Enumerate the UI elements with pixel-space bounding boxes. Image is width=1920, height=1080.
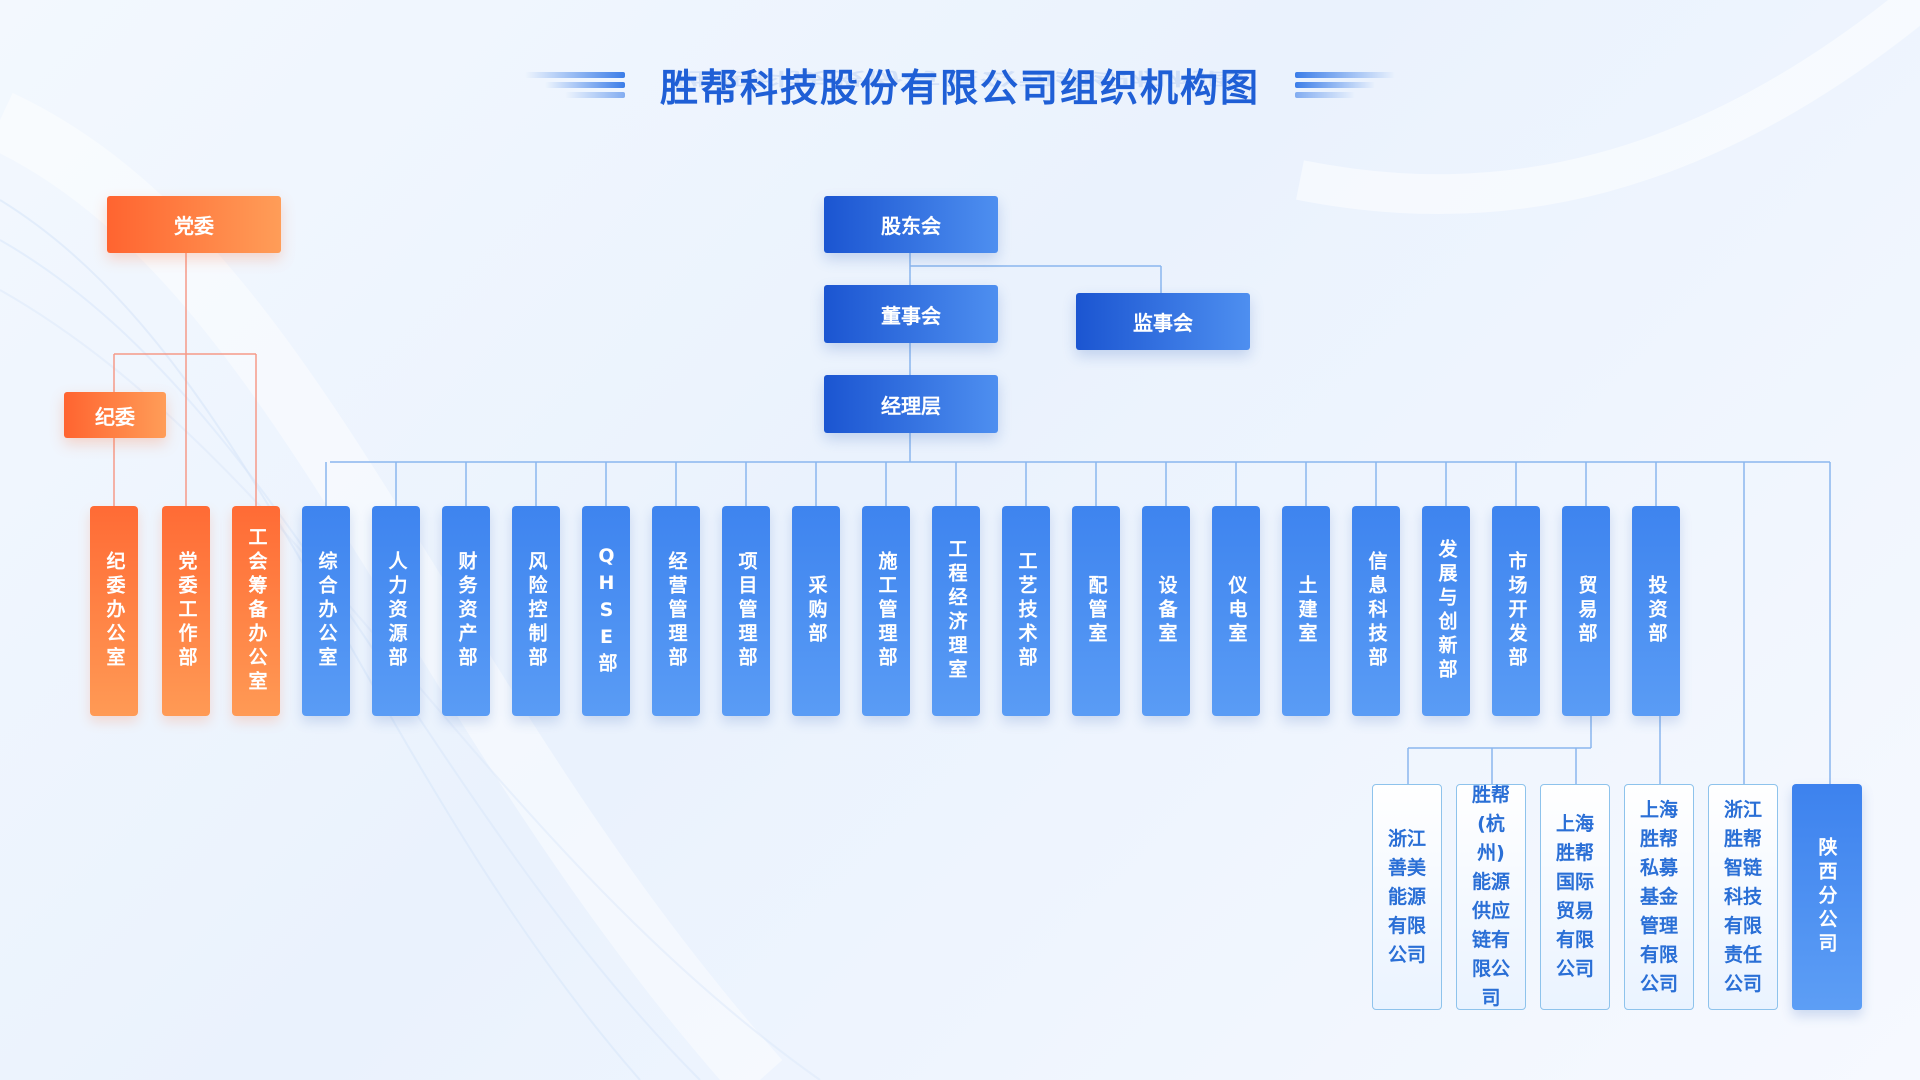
department-box: 人力资源部 [372,506,420,716]
department-box: 设备室 [1142,506,1190,716]
department-label: 风险控制部 [525,551,548,671]
department-box: 风险控制部 [512,506,560,716]
department-label: 工艺技术部 [1015,551,1038,671]
discipline-committee-label: 纪委 [95,404,135,429]
department-box: 财务资产部 [442,506,490,716]
department-label: 设备室 [1155,575,1178,647]
party-dept-box: 党委工作部 [162,506,210,716]
board-of-directors-label: 董事会 [881,303,941,328]
management-label: 经理层 [881,393,941,418]
department-label: 配管室 [1085,575,1108,647]
supervisory-board-box: 监事会 [1076,293,1250,350]
department-box: 贸易部 [1562,506,1610,716]
party-dept-box: 纪委办公室 [90,506,138,716]
department-label: 人力资源部 [385,551,408,671]
department-label: 发展与创新部 [1435,539,1458,683]
subsidiary-label: 浙江胜帮智链科技有限责任公司 [1723,798,1762,995]
department-label: 贸易部 [1575,575,1598,647]
department-box: 采购部 [792,506,840,716]
subsidiary-label: 上海胜帮国际贸易有限公司 [1555,813,1594,980]
department-label: 经营管理部 [665,551,688,671]
department-label: 土建室 [1295,575,1318,647]
department-label: 仪电室 [1225,575,1248,647]
department-label: 采购部 [805,575,828,647]
department-box: 土建室 [1282,506,1330,716]
department-box: 仪电室 [1212,506,1260,716]
department-box: 经营管理部 [652,506,700,716]
party-committee-box: 党委 [107,196,281,253]
branch-office-label: 陕西分公司 [1815,837,1838,957]
management-box: 经理层 [824,375,998,433]
party-dept-label: 党委工作部 [175,551,198,671]
party-dept-label: 工会筹备办公室 [245,527,268,695]
shareholders-meeting-label: 股东会 [881,214,941,238]
department-box: QHSE部 [582,506,630,716]
board-of-directors-box: 董事会 [824,285,998,343]
page-title: 胜帮科技股份有限公司组织机构图 [659,66,1260,110]
department-box: 配管室 [1072,506,1120,716]
department-label: 施工管理部 [875,551,898,671]
department-box: 市场开发部 [1492,506,1540,716]
shareholders-meeting-box: 股东会 [824,196,998,253]
department-box: 信息科技部 [1352,506,1400,716]
department-box: 工程经济理室 [932,506,980,716]
subsidiary-box: 浙江胜帮智链科技有限责任公司 [1708,784,1778,1010]
party-dept-label: 纪委办公室 [103,551,126,671]
subsidiary-box: 胜帮(杭州)能源供应链有限公司 [1456,784,1526,1010]
department-label: QHSE部 [595,545,618,677]
subsidiary-label: 上海胜帮私募基金管理有限公司 [1639,798,1678,995]
subsidiary-label: 胜帮(杭州)能源供应链有限公司 [1471,784,1510,1009]
discipline-committee-box: 纪委 [64,392,166,438]
department-label: 信息科技部 [1365,551,1388,671]
department-box: 发展与创新部 [1422,506,1470,716]
party-committee-label: 党委 [174,214,214,238]
supervisory-board-label: 监事会 [1133,311,1193,335]
department-label: 综合办公室 [315,551,338,671]
department-box: 项目管理部 [722,506,770,716]
party-dept-box: 工会筹备办公室 [232,506,280,716]
title-reflection: 胜帮科技股份有限公司组织机构图 [674,68,1245,89]
department-box: 综合办公室 [302,506,350,716]
branch-office-box: 陕西分公司 [1792,784,1862,1010]
subsidiary-box: 浙江善美能源有限公司 [1372,784,1442,1010]
department-label: 财务资产部 [455,551,478,671]
title-decoration-left [505,72,625,100]
department-label: 市场开发部 [1505,551,1528,671]
subsidiary-label: 浙江善美能源有限公司 [1387,827,1426,966]
department-box: 工艺技术部 [1002,506,1050,716]
department-box: 投资部 [1632,506,1680,716]
department-label: 项目管理部 [735,551,758,671]
department-label: 工程经济理室 [945,539,968,683]
subsidiary-box: 上海胜帮私募基金管理有限公司 [1624,784,1694,1010]
subsidiary-box: 上海胜帮国际贸易有限公司 [1540,784,1610,1010]
title-container: 胜帮科技股份有限公司组织机构图 [0,58,1920,118]
department-label: 投资部 [1645,575,1668,647]
department-box: 施工管理部 [862,506,910,716]
